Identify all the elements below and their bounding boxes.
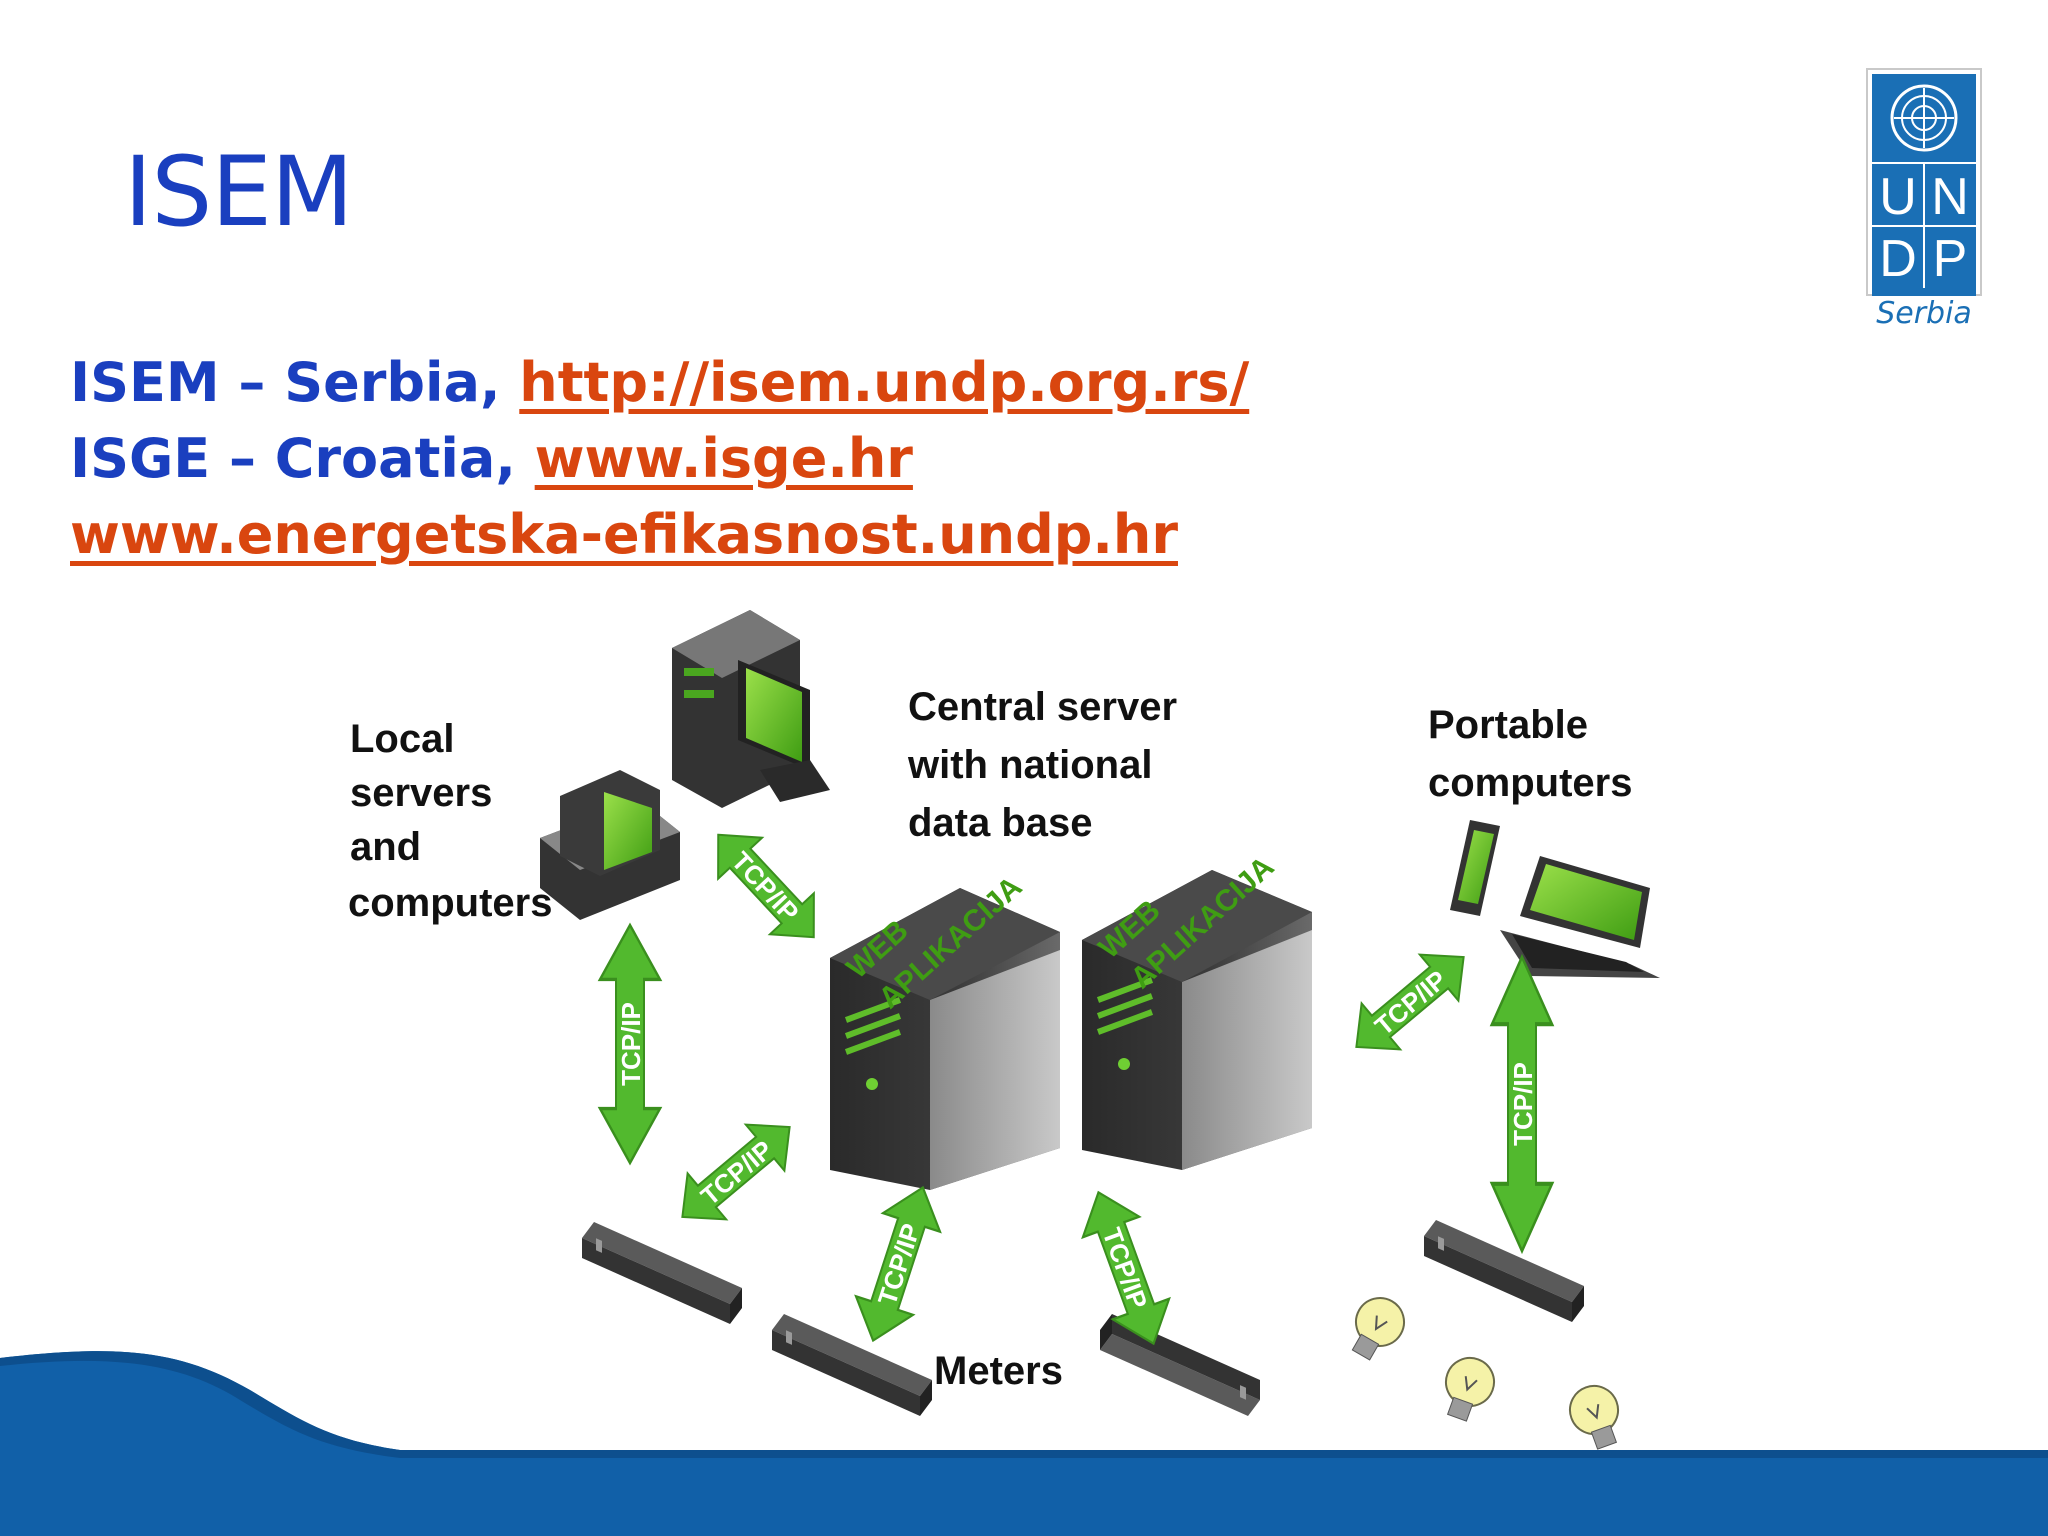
bulb-icon-3 — [1562, 1378, 1631, 1450]
link-line-serbia: ISEM – Serbia, http://isem.undp.org.rs/ — [70, 345, 1249, 421]
logo-letter-u: U — [1879, 168, 1917, 226]
arrow-label: TCP/IP — [1097, 1224, 1154, 1313]
central-server-right-icon: WEB APLIKACIJA — [1082, 850, 1312, 1170]
meter-right-icon — [1100, 1314, 1260, 1416]
arrow-label: TCP/IP — [695, 1134, 778, 1211]
logo-letter-d: D — [1879, 230, 1917, 288]
label-local-2: servers — [350, 771, 492, 815]
tablet-icon — [1450, 820, 1500, 916]
central-server-left-icon: WEB APLIKACIJA — [830, 870, 1060, 1190]
arrow-label: TCP/IP — [872, 1220, 926, 1309]
arrow-portable-to-meter: TCP/IP — [1492, 957, 1552, 1251]
local-computer-icon — [540, 770, 680, 920]
bulb-icon-2 — [1433, 1350, 1502, 1427]
label-central-1: Central server — [908, 685, 1177, 729]
arrow-meter-to-server-left: TCP/IP — [662, 1103, 810, 1241]
label-local-4: computers — [348, 881, 553, 925]
bulb-icon-1 — [1339, 1288, 1414, 1368]
arrow-server-to-portable: TCP/IP — [1336, 933, 1484, 1071]
logo-letter-n: N — [1931, 168, 1969, 226]
label-central-2: with national — [907, 743, 1152, 787]
arrow-meter-to-server-right: TCP/IP — [1069, 1180, 1183, 1356]
links-block: ISEM – Serbia, http://isem.undp.org.rs/ … — [70, 345, 1249, 573]
logo-country-label: Serbia — [1876, 296, 1972, 331]
link-line-energetska: www.energetska-efikasnost.undp.hr — [70, 497, 1249, 573]
label-portable-2: computers — [1428, 761, 1633, 805]
bottom-band — [0, 1351, 2048, 1536]
arrow-label: TCP/IP — [616, 1002, 646, 1086]
desktop-tower-icon — [672, 610, 830, 808]
slide-title: ISEM — [124, 136, 354, 248]
meter-portable-icon — [1424, 1220, 1584, 1322]
link-isge-croatia[interactable]: www.isge.hr — [534, 427, 913, 490]
network-diagram: Local servers and computers Central serv… — [348, 610, 1660, 1450]
link-prefix-serbia: ISEM – Serbia, — [70, 351, 520, 414]
un-emblem-icon — [1890, 84, 1958, 152]
link-energetska[interactable]: www.energetska-efikasnost.undp.hr — [70, 503, 1178, 566]
meter-left-icon — [582, 1222, 742, 1324]
meter-middle-icon — [772, 1314, 932, 1416]
arrow-local-to-server: TCP/IP — [695, 813, 837, 959]
label-portable-1: Portable — [1428, 703, 1588, 747]
laptop-icon — [1500, 856, 1660, 978]
arrow-label: TCP/IP — [1508, 1062, 1538, 1146]
label-local-1: Local — [350, 717, 454, 761]
arrow-meter-to-server-middle: TCP/IP — [843, 1177, 953, 1351]
link-prefix-croatia: ISGE – Croatia, — [70, 427, 535, 490]
label-central-3: data base — [908, 801, 1093, 845]
link-line-croatia: ISGE – Croatia, www.isge.hr — [70, 421, 1249, 497]
label-meters: Meters — [934, 1349, 1063, 1393]
arrow-local-to-meter: TCP/IP — [598, 923, 662, 1165]
undp-logo: U N D P — [1864, 66, 1984, 296]
arrow-label: TCP/IP — [1369, 964, 1452, 1041]
label-local-3: and — [350, 825, 421, 869]
arrow-label: TCP/IP — [726, 846, 805, 928]
link-isem-serbia[interactable]: http://isem.undp.org.rs/ — [519, 351, 1250, 414]
logo-letter-p: P — [1933, 230, 1968, 288]
